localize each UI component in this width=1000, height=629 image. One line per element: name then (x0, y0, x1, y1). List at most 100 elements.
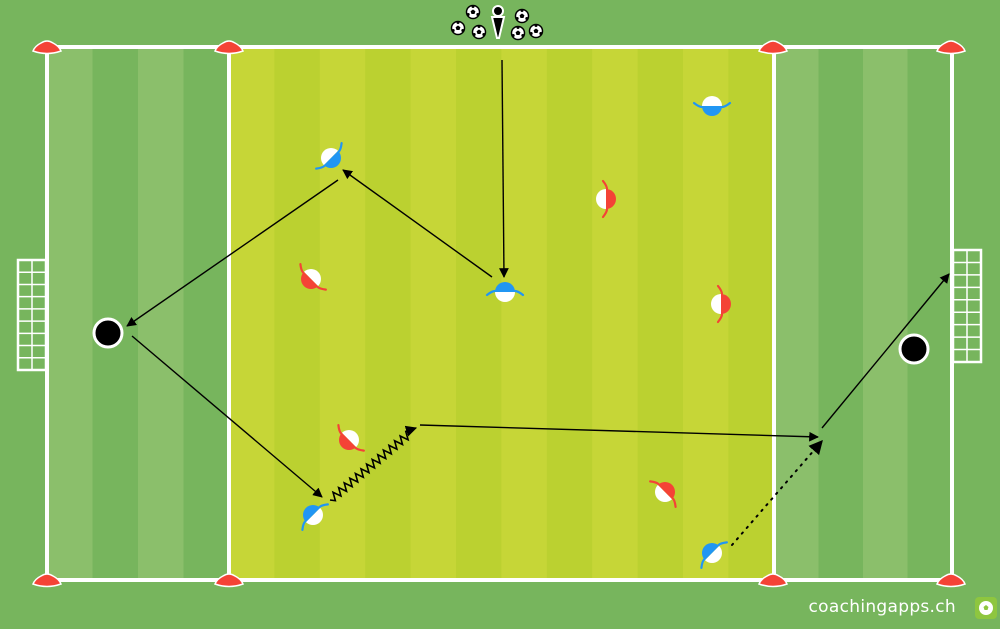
soccer-ball-icon (528, 23, 544, 39)
player-body (323, 150, 341, 168)
center-zone (229, 47, 775, 580)
player-body (711, 294, 721, 314)
player-arms (337, 424, 365, 452)
ball-patch (516, 26, 520, 29)
player-arms (301, 503, 329, 531)
player-arms (700, 541, 728, 569)
player-body (305, 507, 323, 525)
soccer-ball-icon (510, 25, 526, 41)
grass-stripe (863, 47, 908, 580)
player-body (341, 430, 359, 448)
grass-stripe (592, 47, 639, 580)
grass-stripe (456, 47, 502, 580)
left-goal (16, 258, 48, 372)
blue-player-icon (485, 282, 525, 302)
brand-watermark: coachingapps.ch (808, 597, 956, 617)
grass-stripe (410, 47, 457, 580)
soccer-ball-icon (514, 8, 530, 24)
cone-icon (936, 573, 966, 588)
pass-arrow (342, 169, 493, 278)
run-arrow (731, 439, 823, 546)
ball-patch (534, 24, 538, 27)
ball-patch (515, 30, 521, 35)
ball-patch (477, 25, 481, 28)
red-player-icon (299, 263, 327, 291)
ball-patch (476, 29, 482, 34)
cone-icon (758, 40, 788, 55)
right-goal (951, 248, 983, 364)
pass-arrow (499, 59, 509, 278)
player-arms (299, 263, 327, 291)
cone-icon (32, 40, 62, 55)
cone-icon (936, 40, 966, 55)
grass-stripe (907, 47, 953, 580)
player-arms (601, 179, 609, 219)
player-body (339, 432, 357, 450)
player-body (655, 484, 673, 502)
coach-body (490, 16, 506, 39)
player-body (657, 482, 675, 500)
soccer-ball-icon (450, 20, 466, 36)
ball-patch (539, 32, 543, 35)
player-body (702, 543, 720, 561)
player-body (303, 505, 321, 523)
red-player-icon (337, 424, 365, 452)
blue-player-icon (692, 96, 732, 116)
player-body (596, 189, 606, 209)
player-body (301, 271, 319, 289)
player-body (606, 189, 616, 209)
blue-player-icon (315, 142, 343, 170)
ball-patch (471, 5, 475, 8)
player-body (321, 148, 339, 166)
cone-icon (758, 573, 788, 588)
ball-patch (456, 21, 460, 24)
coach-icon (490, 5, 506, 39)
player-arms (315, 142, 343, 170)
ball-patch (472, 33, 476, 36)
soccer-ball-icon (471, 24, 487, 40)
grass-stripe (229, 47, 275, 580)
pass-arrow (131, 335, 323, 498)
cone-icon (214, 573, 244, 588)
ball-patch (519, 13, 525, 18)
ball-patch (529, 32, 533, 35)
grass-stripe (92, 47, 139, 580)
grass-stripe (183, 47, 230, 580)
ball-patch (521, 34, 525, 37)
blue-player-icon (301, 503, 329, 531)
ball-patch (470, 9, 476, 14)
grass-stripe (274, 47, 321, 580)
right-target-icon (898, 333, 930, 365)
ball-patch (520, 9, 524, 12)
ball-patch (525, 17, 529, 20)
grass-stripe (501, 47, 548, 580)
red-player-icon (596, 179, 616, 219)
left-target-icon (92, 317, 124, 349)
player-arms (485, 289, 525, 297)
ball-patch (455, 25, 461, 30)
red-player-icon (711, 284, 731, 324)
player-body (495, 292, 515, 302)
soccer-ball-icon (465, 4, 481, 20)
player-body (495, 282, 515, 292)
player-arms (716, 284, 724, 324)
pass-arrow (821, 273, 950, 429)
player-body (702, 96, 722, 106)
ball-patch (533, 28, 539, 33)
ball-patch (461, 29, 465, 32)
ball-patch (466, 13, 470, 16)
grass-stripe (47, 47, 93, 580)
player-body (303, 269, 321, 287)
pass-arrow (126, 179, 339, 327)
grass-stripe (546, 47, 593, 580)
coach-head (492, 5, 504, 17)
ball-patch (515, 17, 519, 20)
left-zone (47, 47, 230, 580)
ball-patch (482, 33, 486, 36)
grass-stripe (774, 47, 819, 580)
ball-patch (476, 13, 480, 16)
pass-arrow (419, 424, 819, 442)
grass-stripe (818, 47, 864, 580)
